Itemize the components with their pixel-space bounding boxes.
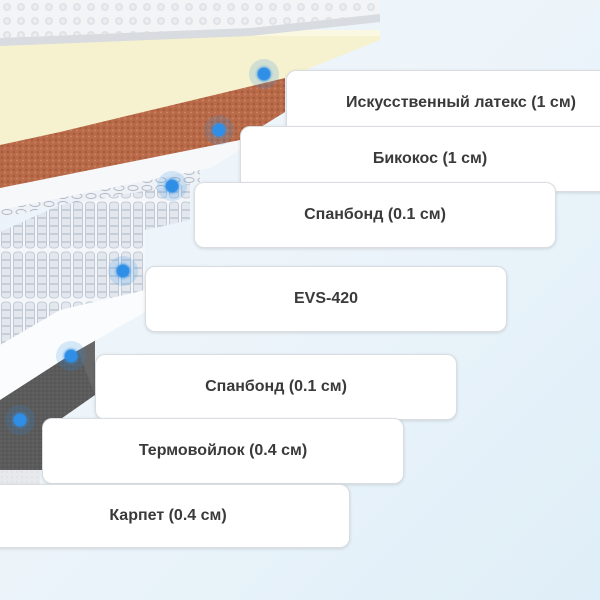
layer-label-carpet-text: Карпет (0.4 см) — [109, 507, 227, 524]
layer-label-spunbond-bottom-text: Спанбонд (0.1 см) — [205, 378, 347, 395]
layer-label-felt: Термовойлок (0.4 см) — [42, 418, 404, 484]
layer-label-springs: EVS-420 — [145, 266, 507, 332]
layer-label-springs-text: EVS-420 — [293, 290, 359, 307]
layer-label-felt-text: Термовойлок (0.4 см) — [138, 442, 308, 459]
layer-label-carpet: Карпет (0.4 см) — [0, 484, 350, 548]
layer-label-spunbond-bottom: Спанбонд (0.1 см) — [95, 354, 457, 420]
layer-label-spunbond-top-text: Спанбонд (0.1 см) — [304, 206, 446, 223]
marker-dot-felt[interactable] — [11, 411, 29, 429]
layer-label-bicoco-text: Бикокос (1 см) — [372, 150, 488, 167]
layer-label-latex-text: Искусственный латекс (1 см) — [345, 94, 576, 111]
marker-dot-spunbond-top[interactable] — [163, 177, 181, 195]
marker-dot-latex[interactable] — [255, 65, 273, 83]
marker-dot-bicoco[interactable] — [210, 121, 228, 139]
marker-dot-springs[interactable] — [114, 262, 132, 280]
marker-dot-spunbond-bottom[interactable] — [62, 347, 80, 365]
layer-label-bicoco: Бикокос (1 см) — [240, 126, 600, 192]
layer-label-spunbond-top: Спанбонд (0.1 см) — [194, 182, 556, 248]
